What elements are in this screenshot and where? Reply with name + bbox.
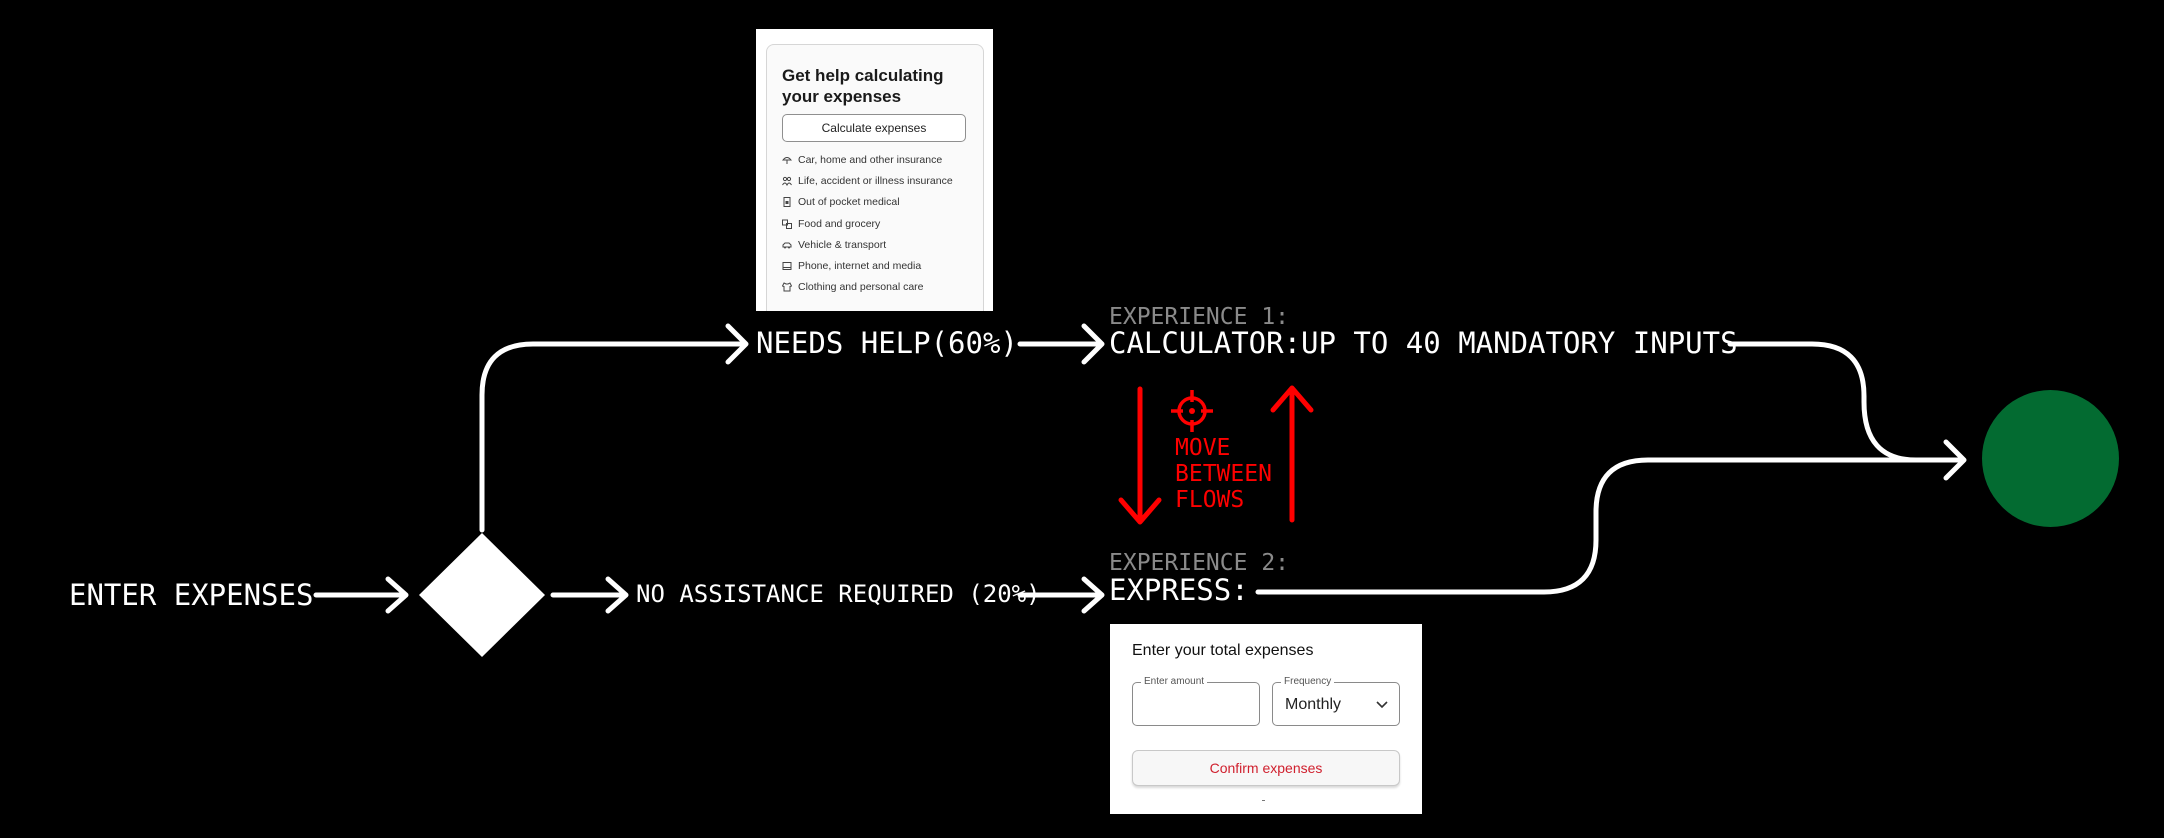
help-card-panel	[766, 44, 984, 311]
category-label: Clothing and personal care	[798, 281, 924, 294]
arrow-calculator-to-end	[1727, 341, 1965, 463]
confirm-expenses-button[interactable]: Confirm expenses	[1132, 750, 1400, 786]
help-calculator-card: Get help calculating your expenses Calcu…	[756, 29, 993, 311]
category-label: Life, accident or illness insurance	[798, 174, 953, 187]
start-label: ENTER EXPENSES	[69, 578, 314, 612]
arrow-express-to-end	[1255, 439, 1967, 595]
decision-diamond-icon	[419, 533, 545, 657]
calculate-expenses-button[interactable]: Calculate expenses	[782, 114, 966, 142]
help-card-title: Get help calculating your expenses	[782, 66, 944, 106]
experience1-title: CALCULATOR:UP TO 40 MANDATORY INPUTS	[1109, 326, 1738, 360]
express-entry-card: Enter your total expenses Enter amount F…	[1110, 624, 1422, 814]
experience1-caption: EXPERIENCE 1:	[1109, 304, 1290, 330]
arrow-needs-help-to-calculator	[1017, 323, 1105, 365]
category-label: Vehicle & transport	[798, 238, 887, 251]
category-item-phone[interactable]: Phone, internet and media	[782, 255, 953, 276]
frequency-value: Monthly	[1285, 696, 1342, 713]
no-assistance-label: NO ASSISTANCE REQUIRED (20%)	[636, 580, 1041, 608]
grocery-icon	[782, 219, 792, 229]
category-item-insurance[interactable]: Car, home and other insurance	[782, 149, 953, 170]
clothing-icon	[782, 282, 792, 292]
frequency-select[interactable]: Frequency Monthly	[1272, 676, 1400, 726]
end-circle-icon	[1982, 390, 2119, 527]
category-item-clothing[interactable]: Clothing and personal care	[782, 277, 953, 298]
category-item-vehicle[interactable]: Vehicle & transport	[782, 234, 953, 255]
divider	[1262, 800, 1265, 801]
phone-icon	[782, 262, 792, 271]
car-icon	[782, 242, 792, 249]
expense-category-list: Car, home and other insurance Life, acci…	[782, 149, 953, 298]
category-label: Out of pocket medical	[798, 196, 900, 209]
category-item-medical[interactable]: Out of pocket medical	[782, 192, 953, 213]
category-label: Phone, internet and media	[798, 260, 922, 273]
arrow-decision-to-needs-help	[479, 323, 749, 533]
arrow-start-to-decision	[313, 576, 409, 614]
express-card-title: Enter your total expenses	[1132, 642, 1314, 659]
amount-field-label: Enter amount	[1141, 676, 1208, 687]
frequency-field-label: Frequency	[1281, 676, 1335, 687]
chevron-down-icon	[1376, 701, 1388, 709]
people-icon	[782, 176, 792, 186]
move-down-arrow-icon	[1118, 386, 1162, 525]
category-label: Food and grocery	[798, 217, 881, 230]
category-label: Car, home and other insurance	[798, 153, 943, 166]
move-between-flows-note: MOVE BETWEEN FLOWS	[1175, 435, 1272, 513]
umbrella-icon	[782, 156, 792, 164]
experience2-title: EXPRESS:	[1109, 573, 1249, 607]
medical-icon	[783, 197, 791, 208]
arrow-no-assistance-to-express	[1017, 576, 1105, 614]
category-item-food[interactable]: Food and grocery	[782, 213, 953, 234]
category-item-life-insurance[interactable]: Life, accident or illness insurance	[782, 170, 953, 191]
crosshair-icon	[1171, 390, 1213, 432]
arrow-decision-to-no-assistance	[550, 576, 629, 614]
experience2-caption: EXPERIENCE 2:	[1109, 550, 1290, 576]
amount-input[interactable]: Enter amount	[1132, 676, 1260, 726]
move-up-arrow-icon	[1270, 385, 1314, 523]
needs-help-label: NEEDS HELP(60%)	[756, 326, 1018, 360]
